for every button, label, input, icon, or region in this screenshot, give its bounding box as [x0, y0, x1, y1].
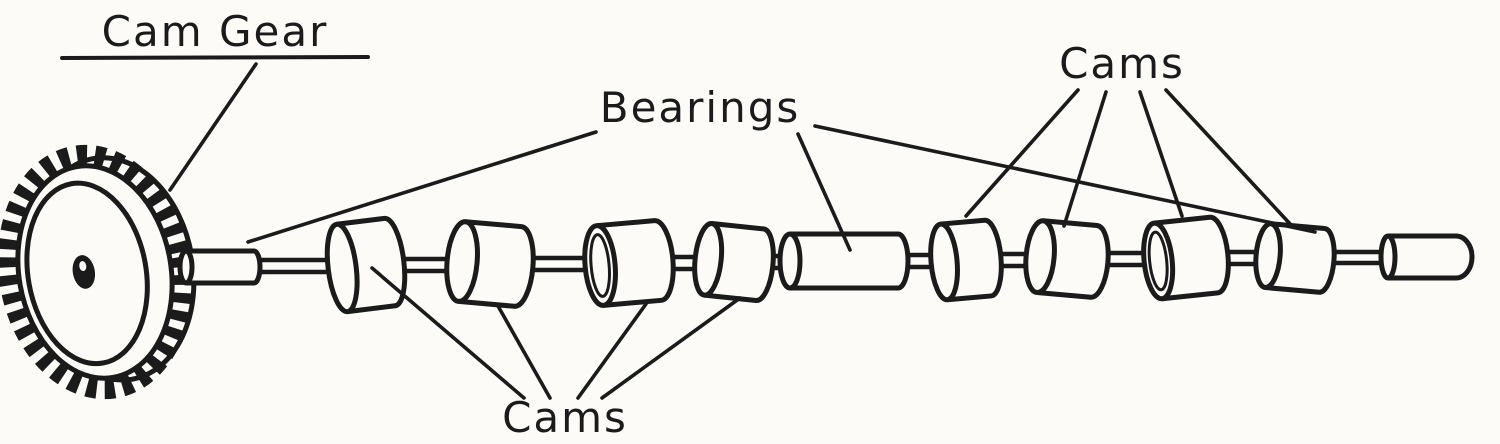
leader-cam-gear — [168, 62, 258, 192]
shaft-end-piece — [1378, 233, 1475, 281]
leader-cam-lower-2 — [496, 304, 552, 400]
cam-gear-label: Cam Gear — [102, 7, 329, 56]
leader-cam-upper-1 — [964, 88, 1080, 218]
cam-gear-label-underline — [60, 55, 370, 60]
cams-lower-label: Cams — [502, 393, 628, 442]
cam-lobe-5 — [928, 217, 1004, 303]
leader-bearing-center — [796, 132, 852, 252]
leader-bearing-left — [246, 130, 598, 244]
shaft-journal-stub — [177, 248, 263, 286]
leader-cam-lower-4 — [600, 296, 742, 400]
leader-cam-upper-3 — [1138, 90, 1184, 218]
leader-lines — [168, 62, 1317, 400]
cam-lobe-1 — [324, 215, 408, 315]
leader-cam-lower-1 — [370, 266, 526, 400]
cam-lobe-3 — [582, 218, 676, 308]
cams-upper-label: Cams — [1059, 39, 1185, 88]
leader-cam-upper-2 — [1062, 90, 1108, 228]
leader-bearing-right — [813, 124, 1317, 234]
cam-lobe-6 — [1023, 218, 1111, 300]
leader-cam-lower-3 — [576, 302, 648, 400]
leader-cam-upper-4 — [1164, 88, 1294, 228]
bearing-journal-center — [777, 231, 911, 291]
cam-lobe-8 — [1253, 221, 1337, 295]
cam-lobe-2 — [444, 219, 536, 309]
cam-gear-hub — [72, 255, 96, 289]
bearings-label: Bearings — [600, 83, 801, 132]
cam-gear-hub-hole — [79, 261, 87, 271]
cam-lobe-4 — [692, 220, 776, 304]
cam-lobe-7 — [1141, 214, 1231, 302]
